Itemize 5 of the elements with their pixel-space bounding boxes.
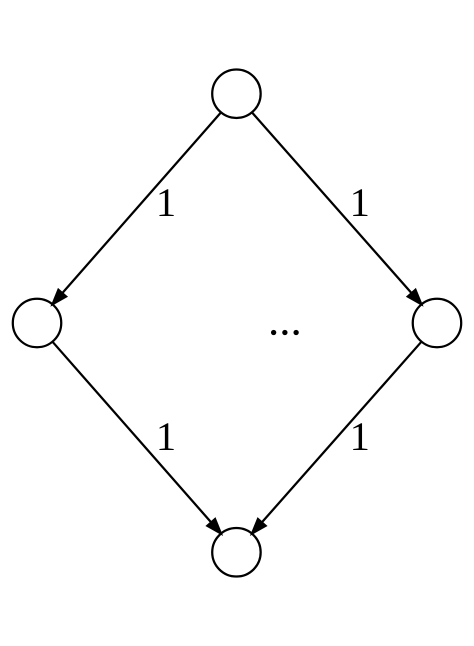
label: ... [268, 294, 302, 344]
edge-label: 1 [156, 180, 176, 225]
edge-label: 1 [350, 180, 370, 225]
edge-label: 1 [156, 414, 176, 460]
edge-label: 1 [350, 414, 370, 460]
